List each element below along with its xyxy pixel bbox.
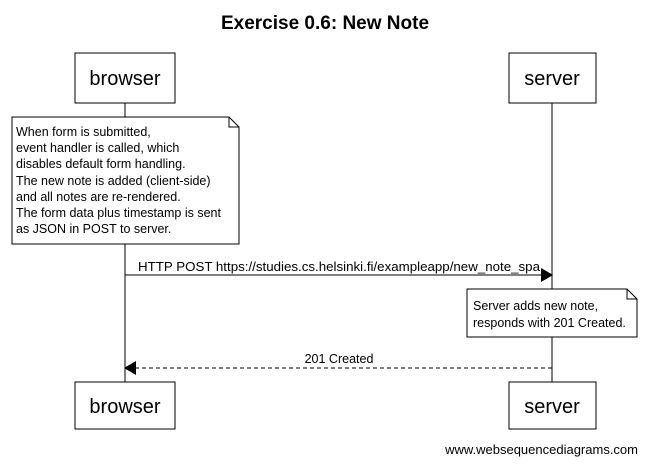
participant-server-bottom: server [508, 381, 597, 430]
participant-server-top: server [508, 52, 597, 104]
watermark: www.websequencediagrams.com [444, 442, 638, 457]
participant-browser-bottom: browser [74, 381, 176, 430]
note-line: The new note is added (client-side) [16, 174, 211, 188]
arrowhead-solid [124, 361, 136, 375]
note-server: Server adds new note, responds with 201 … [466, 288, 638, 338]
note-line: The form data plus timestamp is sent [16, 206, 221, 220]
note-line: responds with 201 Created. [473, 316, 626, 330]
note-browser: When form is submitted, event handler is… [11, 116, 240, 245]
diagram-title: Exercise 0.6: New Note [221, 13, 429, 34]
note-line: as JSON in POST to server. [16, 222, 171, 236]
arrowhead-solid [541, 268, 553, 282]
participant-label: browser [89, 68, 160, 90]
note-line: disables default form handling. [16, 157, 186, 171]
participant-label: server [524, 396, 580, 418]
note-line: When form is submitted, [16, 125, 151, 139]
message-label: HTTP POST https://studies.cs.helsinki.fi… [138, 260, 540, 274]
message-label: 201 Created [305, 352, 374, 366]
participant-label: server [524, 68, 580, 90]
message-response: 201 Created [124, 352, 552, 375]
note-line: Server adds new note, [473, 299, 598, 313]
message-post: HTTP POST https://studies.cs.helsinki.fi… [125, 260, 553, 282]
note-line: event handler is called, which [16, 141, 179, 155]
participant-browser-top: browser [74, 52, 176, 104]
note-line: and all notes are re-rendered. [16, 190, 181, 204]
participant-label: browser [89, 396, 160, 418]
